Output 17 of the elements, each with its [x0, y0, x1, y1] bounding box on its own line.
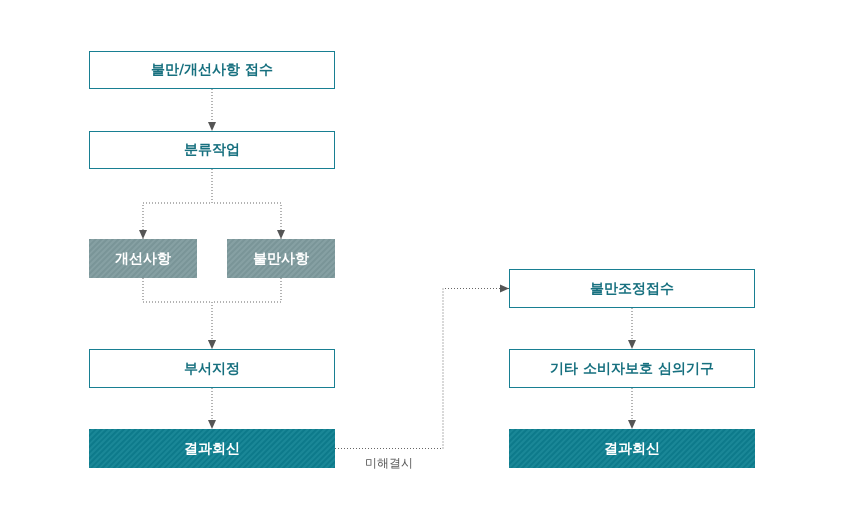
edge-label: 미해결시	[365, 455, 413, 472]
result-box: 결과회신	[509, 429, 755, 468]
process-box: 불만/개선사항 접수	[89, 51, 335, 89]
process-box: 부서지정	[89, 349, 335, 388]
connector-arrow	[628, 308, 636, 350]
connector-arrow	[212, 168, 285, 240]
process-box: 불만조정접수	[509, 269, 755, 308]
process-box: 분류작업	[89, 131, 335, 169]
process-box: 기타 소비자보호 심의기구	[509, 349, 755, 388]
connector-arrow	[208, 278, 282, 350]
connector-arrow	[334, 284, 510, 449]
category-box: 개선사항	[89, 239, 197, 278]
result-box: 결과회신	[89, 429, 335, 468]
category-box: 불만사항	[227, 239, 335, 278]
connector-arrow	[208, 388, 216, 430]
connector-arrow	[208, 88, 216, 132]
connector-arrow	[628, 388, 636, 430]
